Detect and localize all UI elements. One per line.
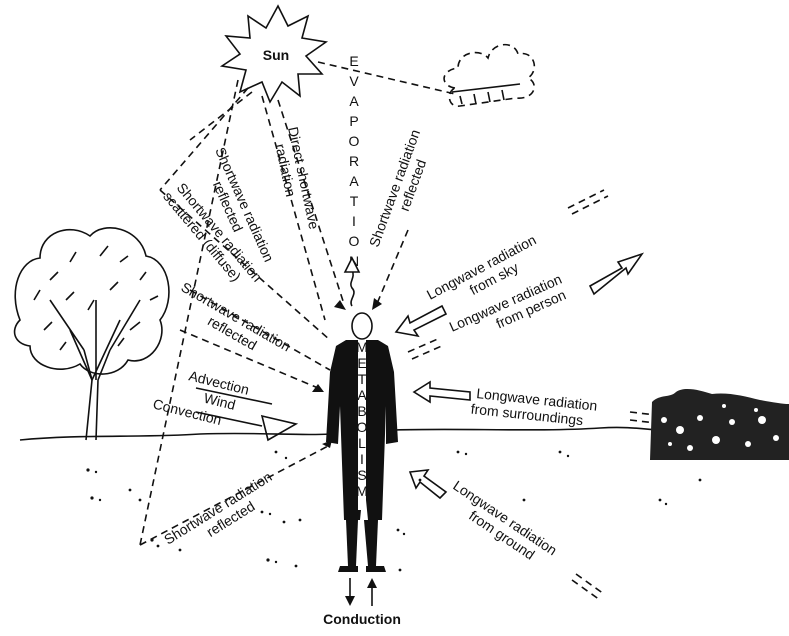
metabolism-letter: L bbox=[358, 435, 366, 451]
metabolism-label: M E T A B O L I S M bbox=[356, 339, 368, 499]
longwave-ground-label: Longwave radiation from ground bbox=[441, 477, 560, 571]
evaporation-letter: A bbox=[349, 93, 359, 109]
arrowhead bbox=[372, 298, 382, 310]
conduction-label: Conduction bbox=[323, 611, 401, 627]
evaporation-letter: R bbox=[349, 153, 359, 169]
evaporation-letter: E bbox=[349, 53, 358, 69]
shortwave-reflected-tree-label: Shortwave radiation reflected bbox=[171, 279, 294, 369]
sun-to-cloud-line bbox=[318, 62, 455, 94]
tree-icon bbox=[15, 228, 169, 440]
sun-label: Sun bbox=[263, 47, 289, 63]
metabolism-letter: B bbox=[357, 403, 366, 419]
cloud-icon bbox=[444, 45, 534, 107]
ground-line bbox=[20, 427, 660, 440]
shortwave-reflected-sky-label: Shortwave radiation reflected bbox=[366, 127, 438, 254]
evaporation-letter: O bbox=[349, 133, 360, 149]
ground-specks bbox=[86, 451, 701, 572]
metabolism-letter: A bbox=[357, 387, 367, 403]
metabolism-letter: E bbox=[357, 355, 366, 371]
conduction-arrows bbox=[345, 578, 377, 606]
metabolism-letter: I bbox=[360, 451, 364, 467]
metabolism-letter: T bbox=[358, 371, 367, 387]
hedge-icon bbox=[650, 389, 789, 460]
arrowhead bbox=[334, 300, 346, 310]
evaporation-label: E V A P O R A T I O N bbox=[349, 53, 360, 269]
longwave-surroundings-label: Longwave radiation from surroundings bbox=[470, 385, 598, 430]
metabolism-letter: M bbox=[356, 339, 368, 355]
metabolism-letter: S bbox=[357, 467, 366, 483]
evaporation-letter: A bbox=[349, 173, 359, 189]
metabolism-letter: O bbox=[357, 419, 368, 435]
evaporation-letter: P bbox=[349, 113, 358, 129]
evaporation-letter: V bbox=[349, 73, 359, 89]
evaporation-letter: I bbox=[352, 213, 356, 229]
shortwave-reflected-ground-label: Shortwave radiation reflected bbox=[161, 468, 283, 561]
arrowhead bbox=[312, 384, 324, 392]
metabolism-letter: M bbox=[356, 483, 368, 499]
evaporation-letter: O bbox=[349, 233, 360, 249]
evaporation-letter: T bbox=[350, 193, 359, 209]
